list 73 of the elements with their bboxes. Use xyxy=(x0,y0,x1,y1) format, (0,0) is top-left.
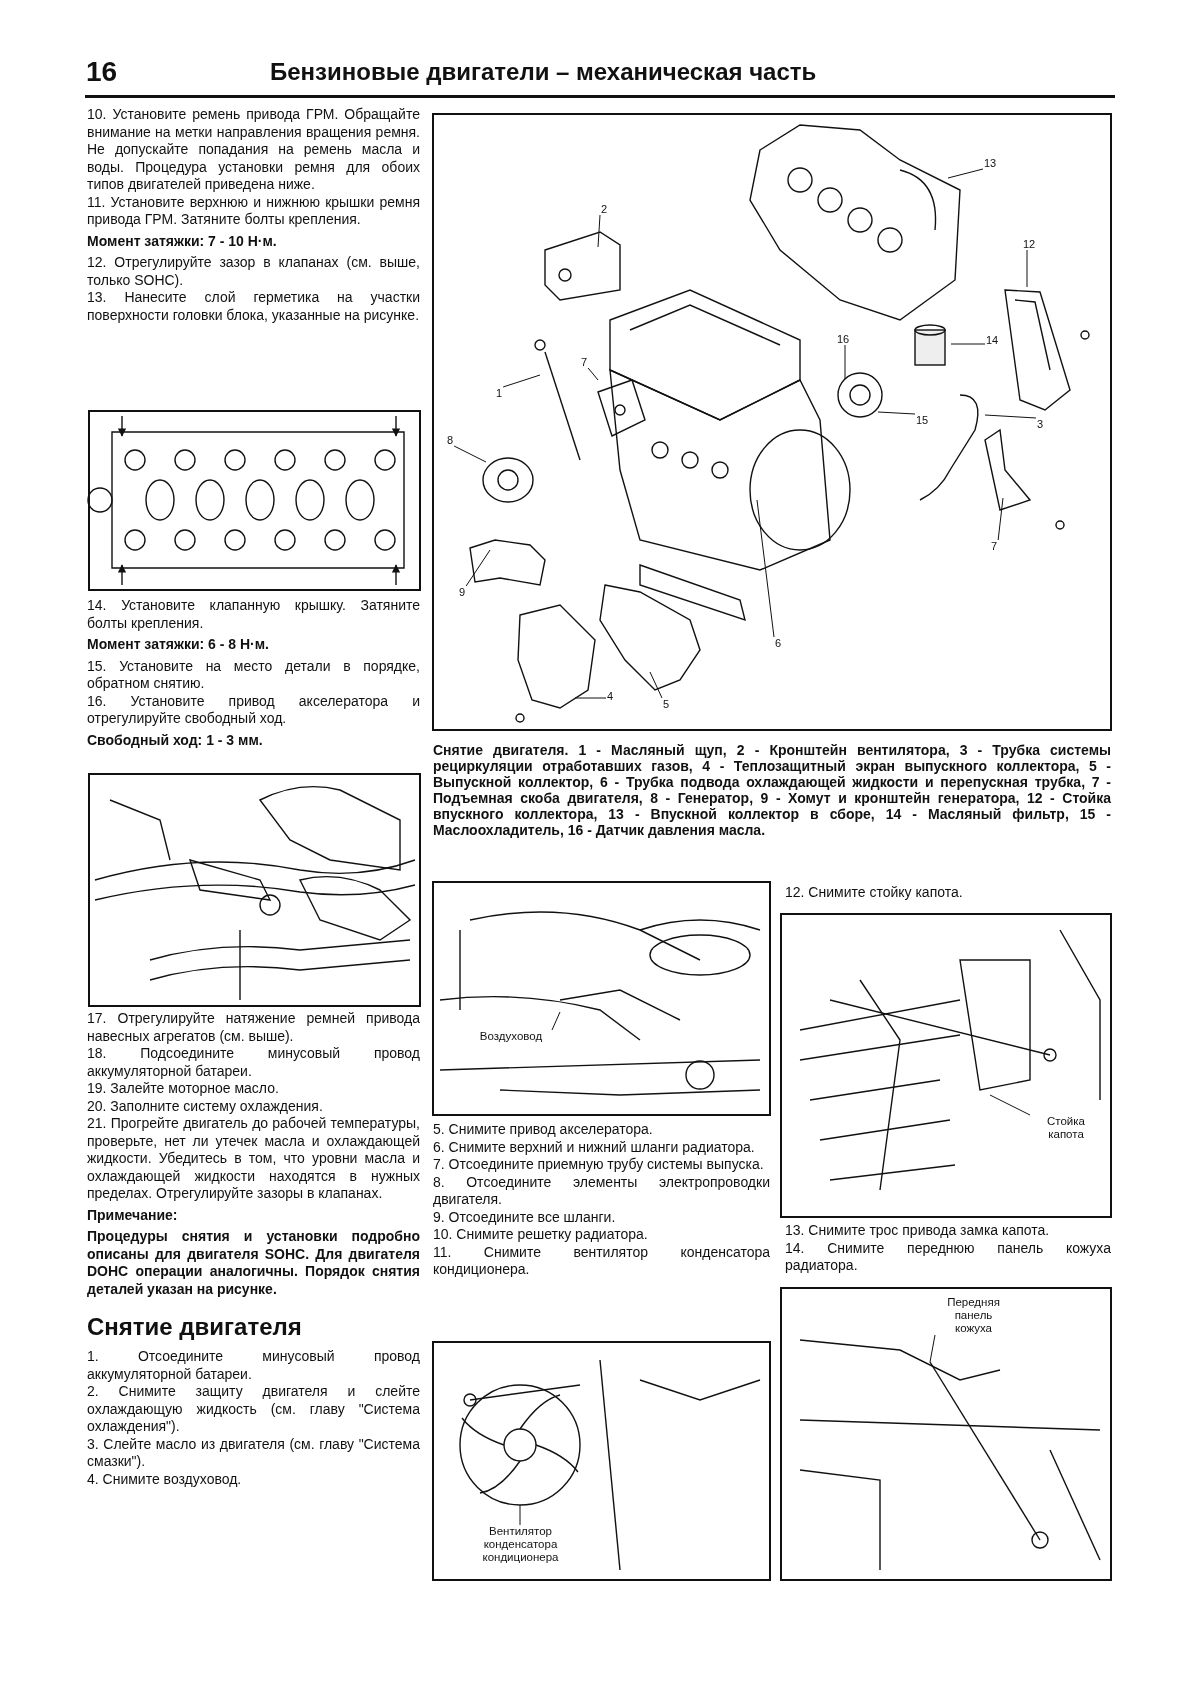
step-text: 16. Установите привод акселератора и отрегулируйте свободный ход. xyxy=(87,692,420,728)
step-text: 17. Отрегулируйте натяжение ремней привода навесных агрегатов (см. выше). xyxy=(87,1010,420,1045)
step-text: 12. Снимите стойку капота. xyxy=(785,884,964,902)
leader-line xyxy=(877,411,916,415)
step-text: 18. Подсоедините минусовый провод аккумуляторной батареи. xyxy=(87,1045,420,1080)
step-text: 10. Снимите решетку радиатора. xyxy=(433,1226,649,1244)
node-label: Стойка капота xyxy=(1047,1115,1085,1140)
callout-number: 15 xyxy=(915,414,930,426)
bold-note: Момент затяжки: 6 - 8 Н·м. xyxy=(87,636,270,654)
step-text: 8. Отсоедините элементы электропроводки двигателя. xyxy=(433,1173,770,1209)
callout-number: 9 xyxy=(458,586,467,598)
step-text: 11. Установите верхнюю и нижнюю крышки ремня привода ГРМ. Затяните болты крепления. xyxy=(87,193,420,229)
step-text: 7. Отсоедините приемную трубу системы выпуска. xyxy=(433,1156,765,1174)
step-text: 13. Снимите трос привода замка капота. xyxy=(785,1222,1051,1240)
step-text: 10. Установите ремень привода ГРМ. Обращайте внимание на метки направления вращения ремня. Не допускайте попадания на ремень масла и воды. Процедура установки ремня для обоих типов двигателей приведена ниже. xyxy=(87,106,420,194)
callout-number: 5 xyxy=(662,698,671,710)
step-text: 14. Снимите переднюю панель кожуха радиатора. xyxy=(785,1239,1111,1275)
leader-line xyxy=(984,414,1037,419)
step-text: 19. Залейте моторное масло. xyxy=(87,1080,280,1098)
leader-line xyxy=(997,497,1004,541)
callout-number: 14 xyxy=(985,334,1000,346)
node-label: Вентилятор конденсатора кондиционера xyxy=(482,1525,559,1563)
leader-line xyxy=(587,367,599,381)
leader-line xyxy=(649,671,663,699)
bold-note: Примечание: xyxy=(87,1206,179,1224)
step-text: 6. Снимите верхний и нижний шланги радиатора. xyxy=(433,1138,756,1156)
step-text: 5. Снимите привод акселератора. xyxy=(433,1121,654,1139)
leader-line xyxy=(453,445,487,463)
callout-number: 13 xyxy=(983,157,998,169)
leader-line xyxy=(929,1334,936,1363)
callout-number: 1 xyxy=(495,387,504,399)
step-text: 2. Снимите защиту двигателя и слейте охлаждающую жидкость (см. главу "Система охлаждения"). xyxy=(87,1383,420,1436)
node-label: Передняя панель кожуха xyxy=(947,1296,1000,1334)
step-text: 9. Отсоедините все шланги. xyxy=(433,1208,617,1226)
step-text: 12. Отрегулируйте зазор в клапанах (см. выше, только SOHC). xyxy=(87,254,420,289)
bold-note: Момент затяжки: 7 - 10 Н·м. xyxy=(87,232,278,250)
step-text: 14. Установите клапанную крышку. Затяните болты крепления. xyxy=(87,597,420,632)
leader-line xyxy=(947,168,984,179)
leader-line xyxy=(756,499,775,638)
callout-number: 8 xyxy=(446,434,455,446)
callout-number: 2 xyxy=(600,203,609,215)
leader-line xyxy=(502,374,541,388)
callout-number: 3 xyxy=(1036,418,1045,430)
bold-note: Свободный ход: 1 - 3 мм. xyxy=(87,731,264,749)
callout-number: 4 xyxy=(606,690,615,702)
page-number: 16 xyxy=(86,56,118,88)
callout-number: 6 xyxy=(774,637,783,649)
leader-line xyxy=(989,1094,1031,1116)
leader-line xyxy=(597,214,601,248)
leader-line xyxy=(465,549,491,587)
leader-line xyxy=(574,697,607,699)
callout-number: 7 xyxy=(580,356,589,368)
callout-number: 12 xyxy=(1022,238,1037,250)
callout-number: 7 xyxy=(990,540,999,552)
leader-line xyxy=(1026,249,1028,288)
step-text: 21. Прогрейте двигатель до рабочей температуры, проверьте, нет ли утечек масла и охлаждающей жидкости. Убедитесь в том, что уровни масла и охлаждающей жидкости находятся в нужных пределах. Отрегулируйте зазоры в клапанах. xyxy=(87,1115,420,1203)
page-title: Бензиновые двигатели – механическая часть xyxy=(270,58,817,86)
leader-line xyxy=(844,344,846,380)
step-text: 11. Снимите вентилятор конденсатора кондиционера. xyxy=(433,1243,770,1279)
step-text: 3. Слейте масло из двигателя (см. главу "Система смазки"). xyxy=(87,1435,420,1471)
step-text: 15. Установите на место детали в порядке, обратном снятию. xyxy=(87,657,420,693)
step-text: 4. Снимите воздуховод. xyxy=(87,1470,243,1488)
leader-line xyxy=(551,1011,561,1031)
bold-note: Процедуры снятия и установки подробно описаны для двигателя SOHC. Для двигателя DOHC операции аналогичны. Порядок снятия деталей указан на рисунке. xyxy=(87,1228,420,1298)
step-text: 13. Нанесите слой герметика на участки поверхности головки блока, указанные на рисунке. xyxy=(87,289,420,324)
step-text: 1. Отсоедините минусовый провод аккумуляторной батареи. xyxy=(87,1348,420,1383)
leader-line xyxy=(950,343,986,345)
step-text: 20. Заполните систему охлаждения. xyxy=(87,1097,324,1115)
node-label: Воздуховод xyxy=(479,1030,543,1042)
leader-line xyxy=(519,1504,521,1526)
callout-number: 16 xyxy=(836,333,851,345)
figure-caption: Снятие двигателя. 1 - Масляный щуп, 2 - Кронштейн вентилятора, 3 - Трубка системы рециркуляции отработавших газов, 4 - Теплозащитный экран выпускного коллектора, 5 - Выпускной коллектор, 6 - Трубка подвода охлаждающей жидкости и перепускная трубка, 7 - Подъемная скоба двигателя, 8 - Генератор, 9 - Хомут и кронштейн генератора, 12 - Стойка впускного коллектора, 13 - Впускной коллектор в сборе, 14 - Масляный фильтр, 15 - Маслоохладитель, 16 - Датчик давления масла. xyxy=(433,742,1111,838)
section-heading: Снятие двигателя xyxy=(87,1312,303,1342)
